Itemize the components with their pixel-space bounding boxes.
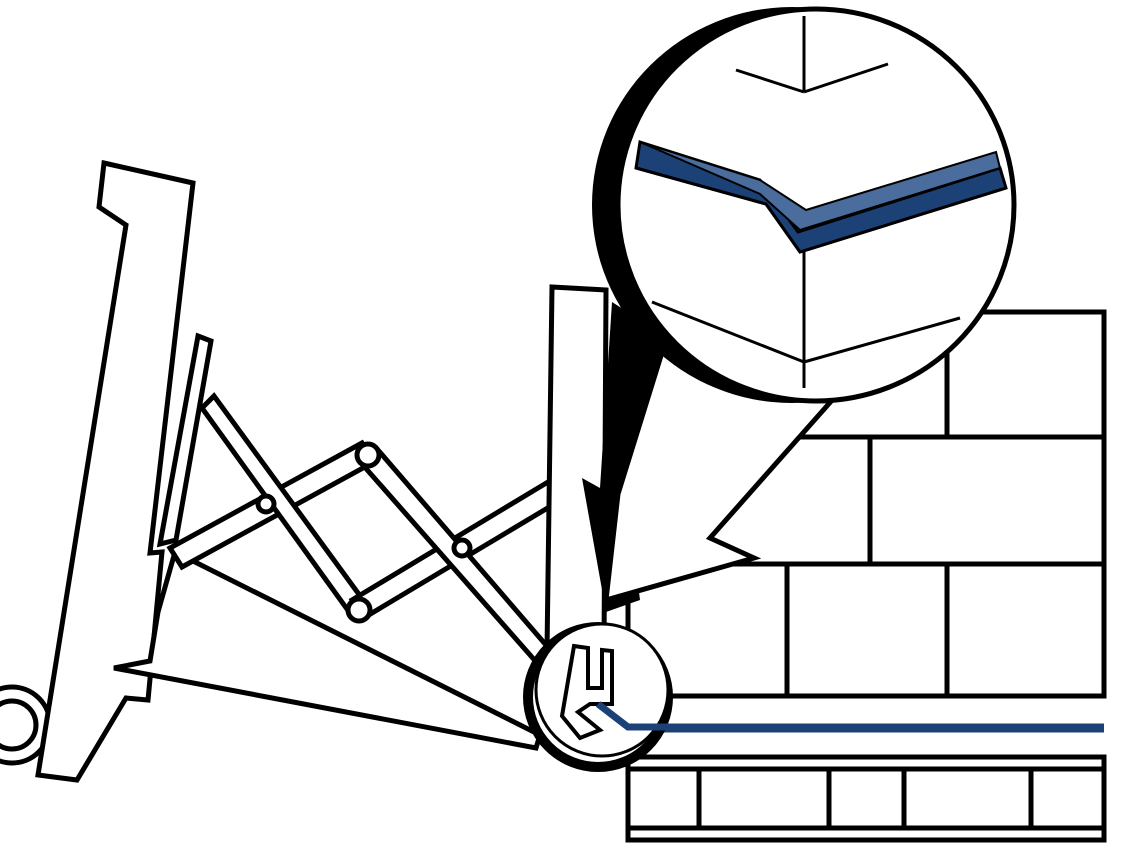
- pallet-icon: [625, 754, 1107, 843]
- gripper-jaw-icon: [523, 622, 673, 772]
- pusher-frame-icon: [0, 159, 544, 783]
- push-plate-icon: [544, 284, 609, 653]
- magnifier-callout-icon: [582, 6, 1017, 612]
